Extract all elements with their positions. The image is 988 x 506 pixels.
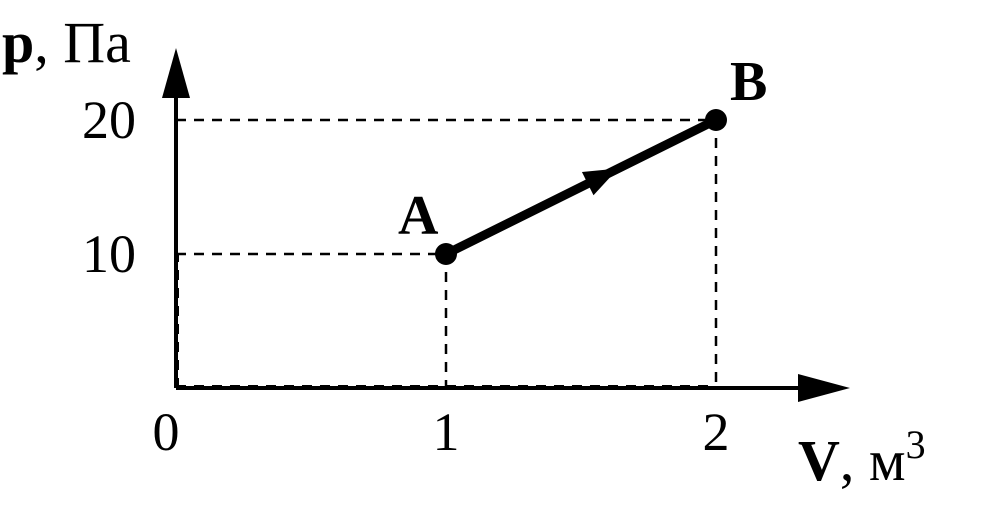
x-tick-label-1: 1	[433, 402, 460, 462]
y-axis-symbol: p	[2, 10, 34, 75]
x-axis-separator: ,	[840, 428, 869, 493]
x-axis-unit-power: 3	[906, 422, 926, 467]
y-axis-separator: ,	[34, 10, 63, 75]
y-tick-label-10: 10	[82, 224, 136, 284]
x-axis-label: V, м3	[798, 422, 926, 493]
origin-label: 0	[153, 402, 180, 462]
y-axis-unit: Па	[63, 10, 131, 75]
point-marker-B	[705, 109, 727, 131]
x-tick-label-2: 2	[703, 402, 730, 462]
axes	[162, 48, 850, 402]
y-axis-label: p, Па	[2, 10, 131, 75]
x-axis-arrowhead	[798, 374, 850, 402]
x-axis-unit: м	[869, 428, 906, 493]
tick-labels: 1 2 10 20	[82, 90, 730, 462]
axis-labels: p, Па V, м3 0	[2, 10, 926, 493]
point-label-A: A	[398, 185, 439, 247]
process-line: AB	[398, 51, 767, 265]
direction-arrow	[581, 168, 619, 196]
point-label-B: B	[730, 51, 767, 113]
process-segment	[441, 115, 721, 259]
point-marker-A	[435, 243, 457, 265]
y-axis-arrowhead	[162, 48, 190, 98]
x-axis-symbol: V	[798, 428, 840, 493]
y-tick-label-20: 20	[82, 90, 136, 150]
